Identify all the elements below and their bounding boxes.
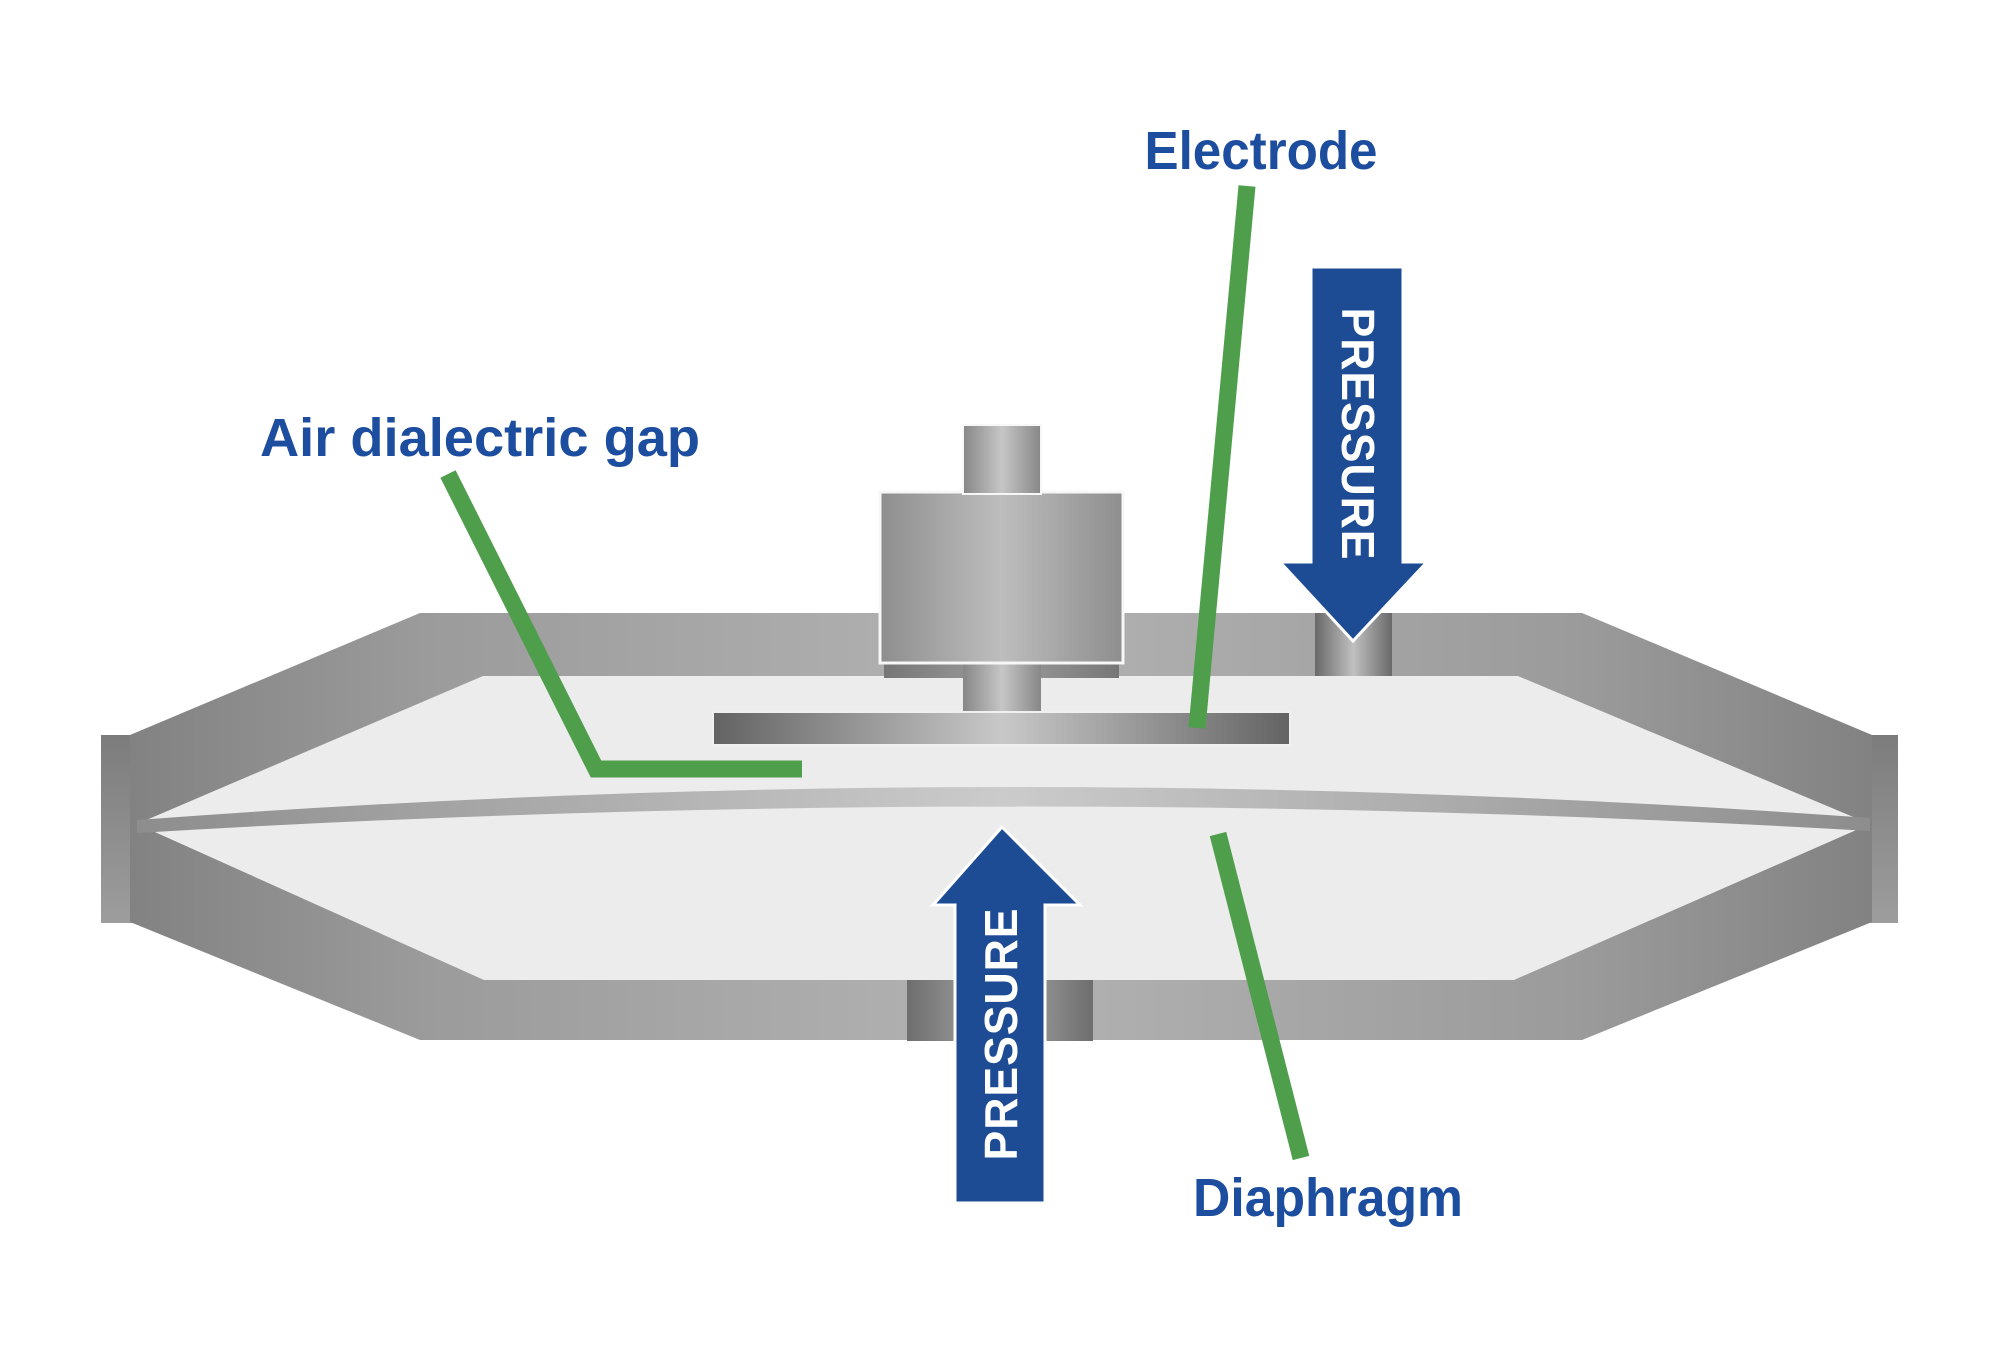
pressure-up-arrow-shape (929, 824, 1084, 1205)
electrode-terminal-block (878, 490, 1125, 665)
diaphragm-label: Diaphragm (1193, 1168, 1463, 1228)
air-gap-pointer-line (440, 470, 802, 778)
pressure-up-arrow: PRESSURE (929, 824, 1084, 1205)
pressure-up-arrow-label: PRESSURE (975, 908, 1027, 1161)
electrode-label: Electrode (1145, 121, 1378, 181)
diaphragm (137, 786, 1870, 833)
diaphragm-pointer-line (1209, 831, 1310, 1161)
pressure-down-arrow-label: PRESSURE (1332, 308, 1384, 561)
electrode-terminal-post (962, 424, 1042, 495)
pressure-down-arrow: PRESSURE (1276, 265, 1431, 644)
electrode-pointer-line (1188, 185, 1256, 729)
electrode-stem (963, 663, 1041, 714)
pressure-down-arrow-shape (1276, 265, 1431, 644)
air-dielectric-gap-label: Air dialectric gap (260, 408, 700, 468)
